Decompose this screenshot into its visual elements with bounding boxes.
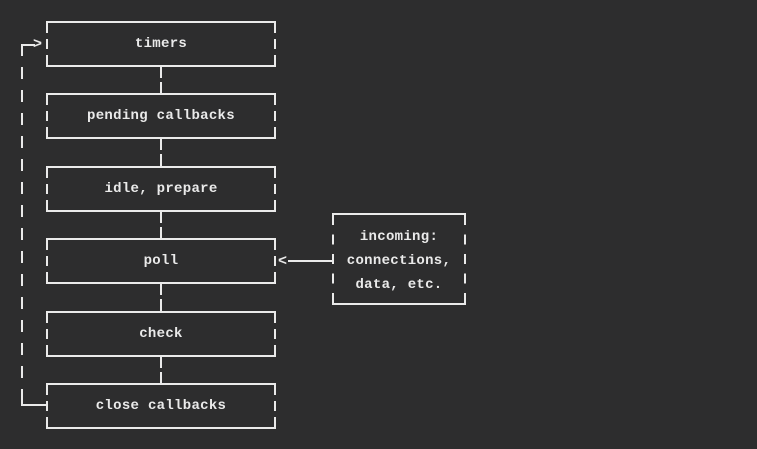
box-right-border xyxy=(274,23,276,65)
stage-box-timers: timers xyxy=(46,21,276,67)
incoming-arrow-icon: < xyxy=(278,252,288,270)
stage-box-pending-callbacks: pending callbacks xyxy=(46,93,276,139)
stage-box-check: check xyxy=(46,311,276,357)
incoming-box: incoming: connections, data, etc. xyxy=(332,213,466,305)
box-left-border xyxy=(46,385,48,427)
box-right-border xyxy=(464,215,466,303)
stage-box-idle-prepare: idle, prepare xyxy=(46,166,276,212)
stage-label-timers: timers xyxy=(134,36,188,52)
box-left-border xyxy=(46,313,48,355)
connector-check-close xyxy=(160,357,162,383)
box-right-border xyxy=(274,95,276,137)
loop-line-top xyxy=(21,43,35,46)
box-right-border xyxy=(274,385,276,427)
stage-label-poll: poll xyxy=(143,253,179,269)
stage-box-poll: poll xyxy=(46,238,276,284)
loop-line-bottom xyxy=(21,404,47,406)
stage-label-idle-prepare: idle, prepare xyxy=(104,181,218,197)
box-left-border xyxy=(46,168,48,210)
incoming-line-2: connections, xyxy=(346,252,452,269)
box-left-border xyxy=(46,95,48,137)
box-right-border xyxy=(274,240,276,282)
stage-label-pending-callbacks: pending callbacks xyxy=(87,108,235,124)
box-right-border xyxy=(274,313,276,355)
stage-label-close-callbacks: close callbacks xyxy=(95,398,227,414)
connector-poll-check xyxy=(160,284,162,311)
connector-pending-idle xyxy=(160,139,162,166)
loop-line-corner xyxy=(21,396,23,406)
connector-idle-poll xyxy=(160,212,162,238)
loop-line-vertical xyxy=(21,44,23,396)
loop-arrow-icon: > xyxy=(33,36,43,53)
box-left-border xyxy=(46,240,48,282)
box-left-border xyxy=(46,23,48,65)
stage-label-check: check xyxy=(139,326,183,342)
connector-timers-pending xyxy=(160,67,162,93)
incoming-line-3: data, etc. xyxy=(355,276,443,293)
stage-box-close-callbacks: close callbacks xyxy=(46,383,276,429)
box-right-border xyxy=(274,168,276,210)
incoming-line-1: incoming: xyxy=(359,228,439,245)
box-left-border xyxy=(332,215,334,303)
incoming-arrow-line xyxy=(288,260,333,262)
